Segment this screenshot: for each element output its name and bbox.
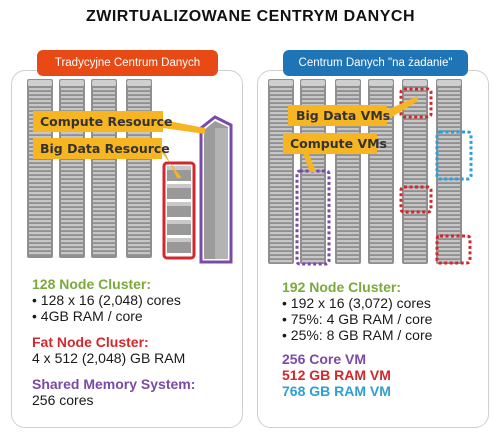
- on-demand-datacenter-header: Centrum Danych "na żadanie": [283, 50, 468, 76]
- compute-resource-callout: [33, 111, 163, 132]
- vm-line-512-gb: 512 GB RAM VM: [282, 367, 391, 383]
- traditional-specs: 128 Node Cluster: • 128 x 16 (2,048) cor…: [32, 276, 195, 408]
- cluster-line: • 4GB RAM / core: [32, 308, 143, 324]
- big-data-vms-pointer: [387, 96, 418, 120]
- fat-node-cluster-icon: [162, 161, 196, 260]
- server-rack: [59, 79, 85, 258]
- shared-memory-system-icon: [199, 115, 233, 264]
- big-data-vm-outline: [399, 185, 433, 214]
- big-data-vm-outline: [399, 87, 433, 119]
- shared-memory-heading: Shared Memory System:: [32, 376, 196, 392]
- server-rack: [91, 79, 117, 258]
- server-rack: [436, 79, 462, 264]
- big-data-vm-outline: [435, 130, 473, 181]
- vm-line-256-core: 256 Core VM: [282, 351, 367, 367]
- page-title: ZWIRTUALIZOWANE CENTRYM DANYCH: [85, 8, 416, 25]
- compute-vms-label: Compute VMs: [290, 136, 387, 151]
- big-data-resource-callout: [33, 138, 162, 159]
- big-data-resource-label: Big Data Resource: [40, 141, 170, 156]
- left-server-racks: [27, 79, 152, 258]
- compute-resource-label: Compute Resource: [40, 114, 173, 129]
- vm-line-768-gb: 768 GB RAM VM: [282, 383, 391, 399]
- big-data-vms-callout: [288, 105, 387, 126]
- fat-node-line: 4 x 512 (2,048) GB RAM: [32, 350, 186, 366]
- callout-labels: Compute Resource Big Data Resource Big D…: [33, 96, 418, 178]
- vm-dotted-outlines: [295, 87, 473, 266]
- big-data-vms-label: Big Data VMs: [296, 108, 390, 123]
- compute-resource-pointer: [163, 120, 205, 134]
- cluster-line: • 192 x 16 (3,072) cores: [282, 295, 431, 311]
- server-rack: [268, 79, 294, 264]
- cluster-line: • 25%: 8 GB RAM / core: [282, 327, 433, 343]
- compute-vms-callout: [283, 133, 377, 154]
- cluster-line: • 75%: 4 GB RAM / core: [282, 311, 433, 327]
- cluster-heading: 128 Node Cluster:: [32, 276, 152, 292]
- cluster-heading: 192 Node Cluster:: [282, 279, 402, 295]
- cluster-line: • 128 x 16 (2,048) cores: [32, 292, 181, 308]
- server-rack: [27, 79, 53, 258]
- big-data-vm-outline: [435, 234, 472, 265]
- traditional-datacenter-header: Tradycyjne Centrum Danych: [37, 50, 218, 76]
- shared-memory-line: 256 cores: [32, 392, 94, 408]
- on-demand-specs: 192 Node Cluster: • 192 x 16 (3,072) cor…: [282, 279, 432, 399]
- server-rack: [126, 79, 152, 258]
- fat-node-heading: Fat Node Cluster:: [32, 334, 149, 350]
